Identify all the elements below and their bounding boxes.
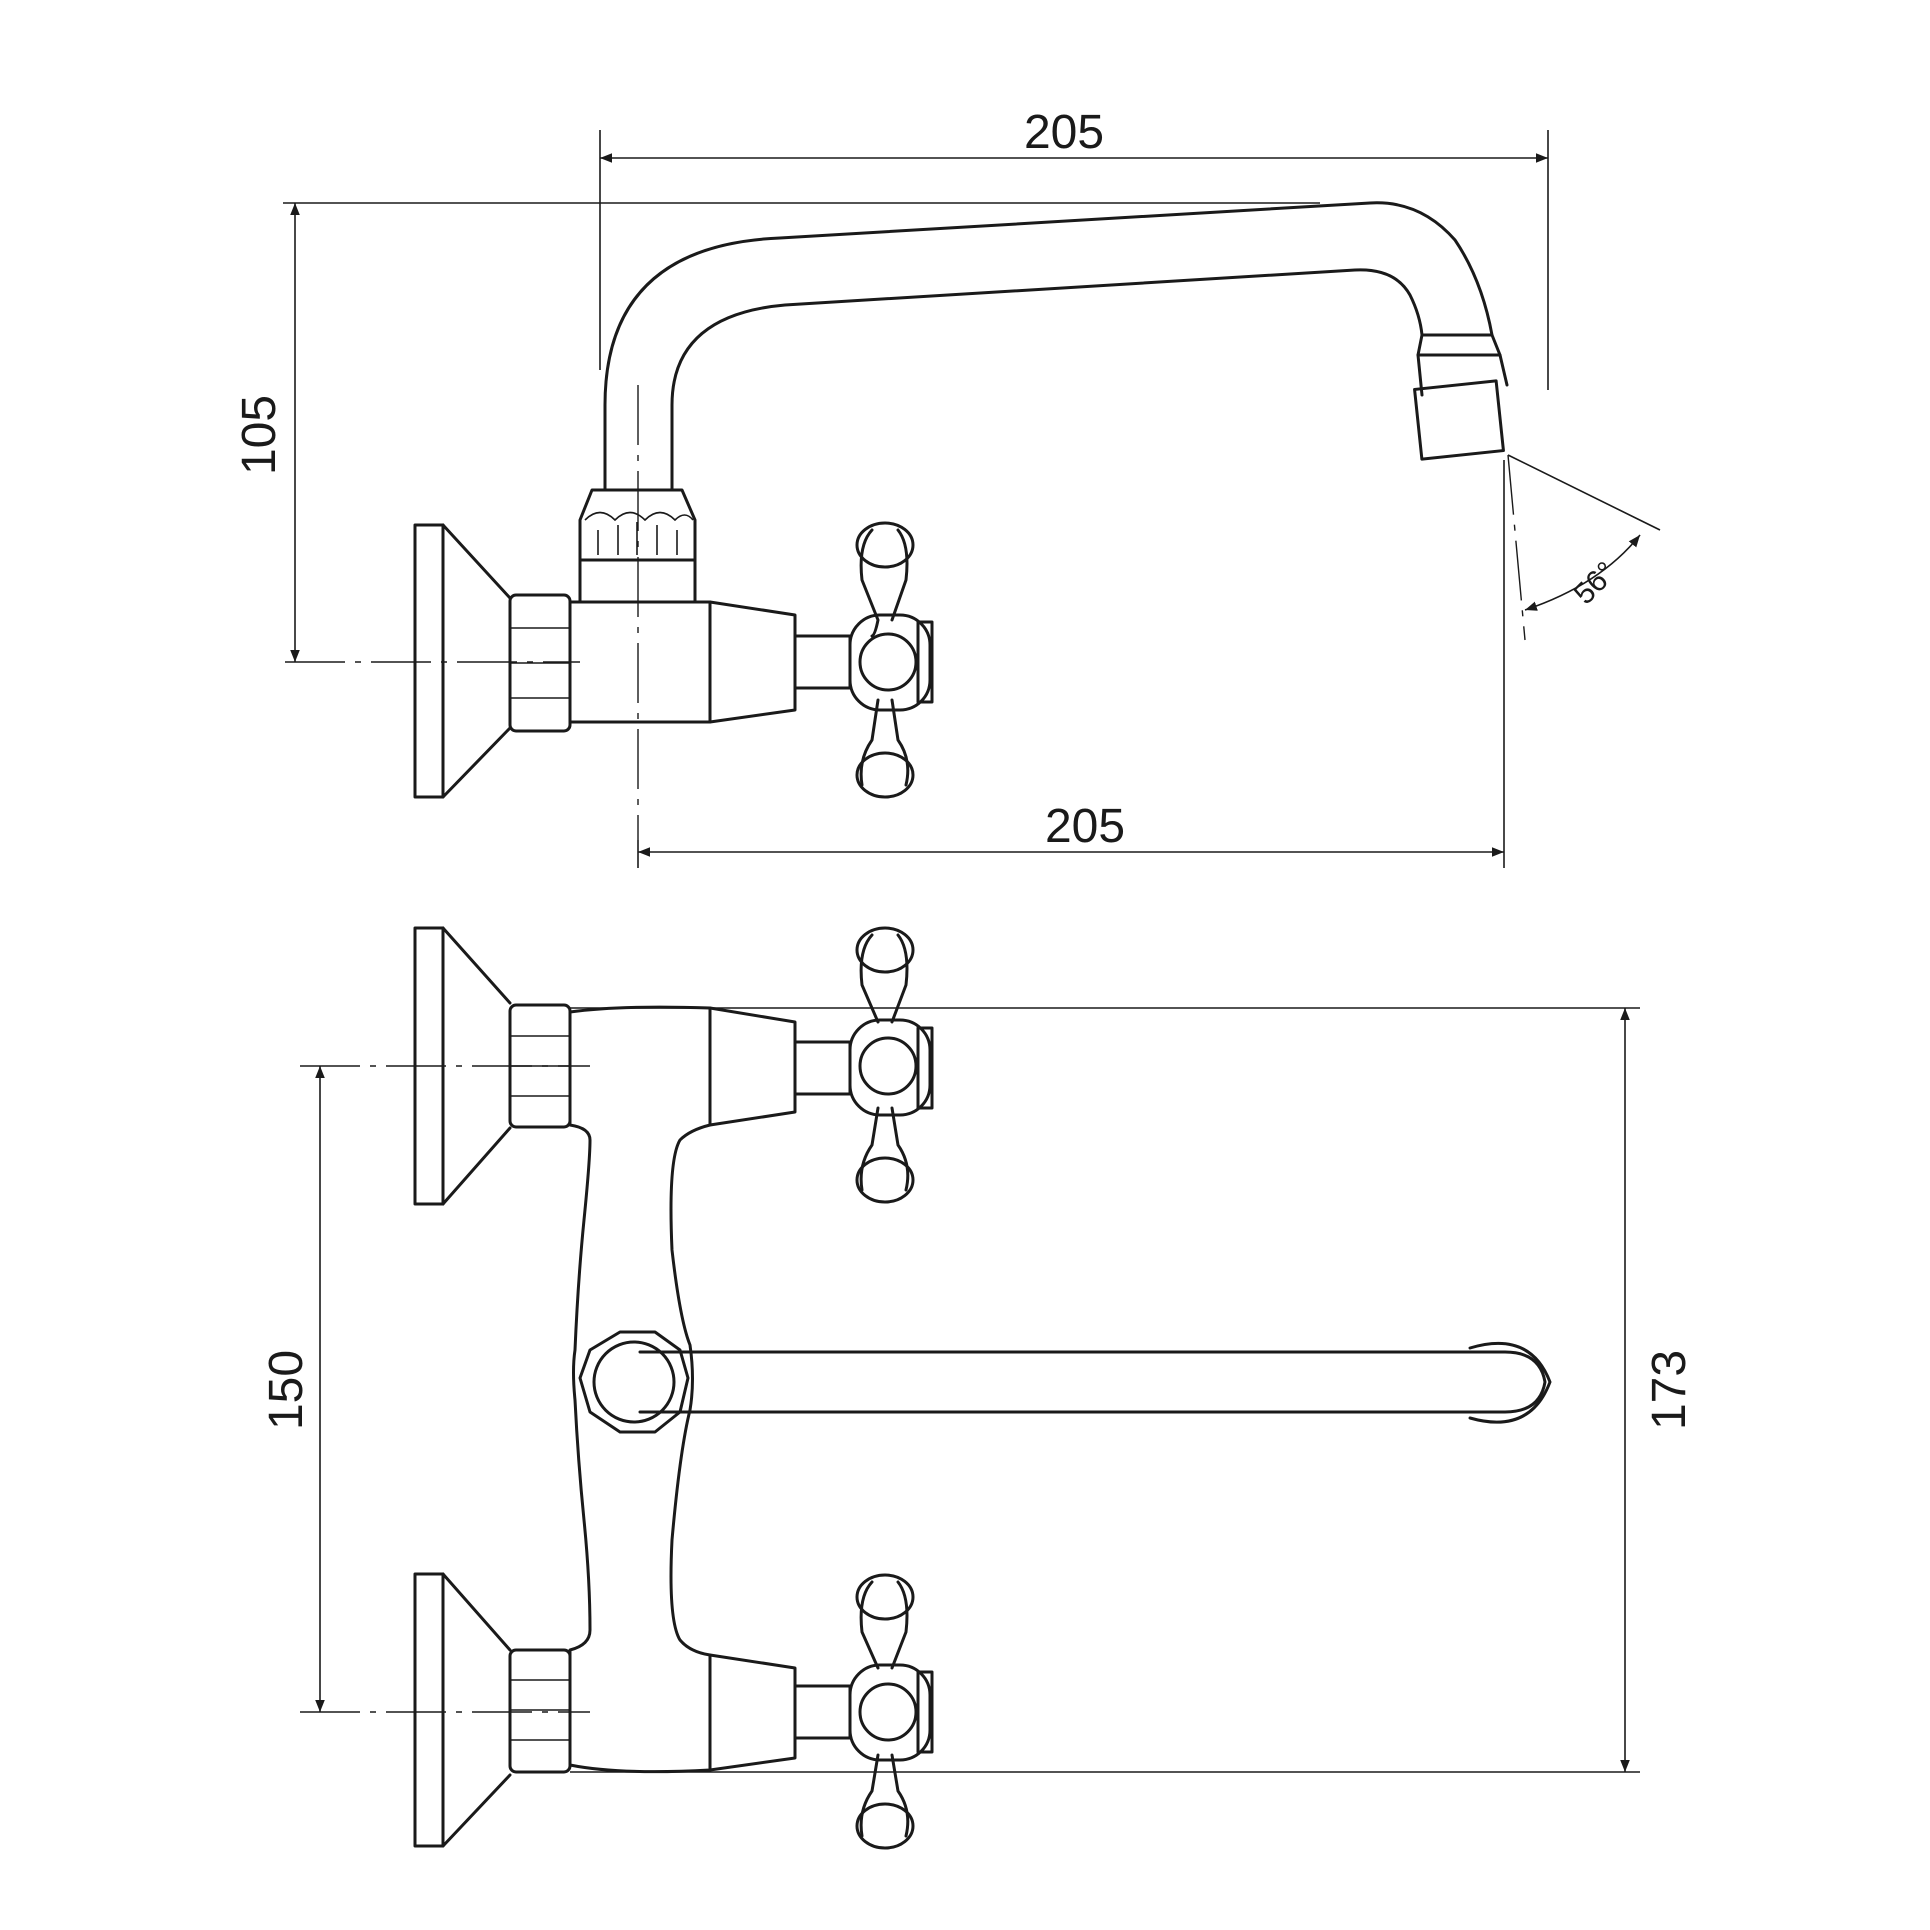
valve-body-side [568, 558, 797, 724]
spout-collar-nut [578, 488, 697, 562]
side-view [285, 201, 1526, 840]
front-view [300, 926, 1552, 1850]
aerator [1413, 333, 1509, 461]
dim-total-height: 173 [570, 1007, 1696, 1773]
cross-handle-upper [793, 926, 934, 1204]
dim-top-height: 105 [233, 202, 1320, 662]
dim-top-width-label: 205 [1024, 106, 1104, 159]
wall-flange-side [413, 523, 512, 799]
spout-front [578, 1330, 1552, 1434]
dim-total-height-label: 173 [1643, 1350, 1696, 1430]
dim-handle-spacing-label: 150 [260, 1350, 313, 1430]
hex-nut-lower [508, 1648, 572, 1774]
cross-handle-lower [793, 1573, 934, 1850]
mixer-body [568, 1005, 797, 1774]
dim-angle-label: 56° [1568, 556, 1623, 611]
dim-top-reach-label: 205 [1045, 800, 1125, 853]
dim-top-reach: 205 [637, 460, 1505, 868]
dim-top-width: 205 [599, 106, 1549, 390]
outlet-axis [1507, 454, 1526, 641]
spout-tube [603, 201, 1494, 492]
dim-handle-spacing: 150 [260, 1066, 325, 1712]
dim-top-height-label: 105 [233, 395, 286, 475]
wall-flange-lower [413, 1572, 512, 1848]
hex-nut-side [508, 593, 572, 733]
dim-angle: 56° [1507, 454, 1661, 611]
cross-handle-side [793, 521, 934, 799]
